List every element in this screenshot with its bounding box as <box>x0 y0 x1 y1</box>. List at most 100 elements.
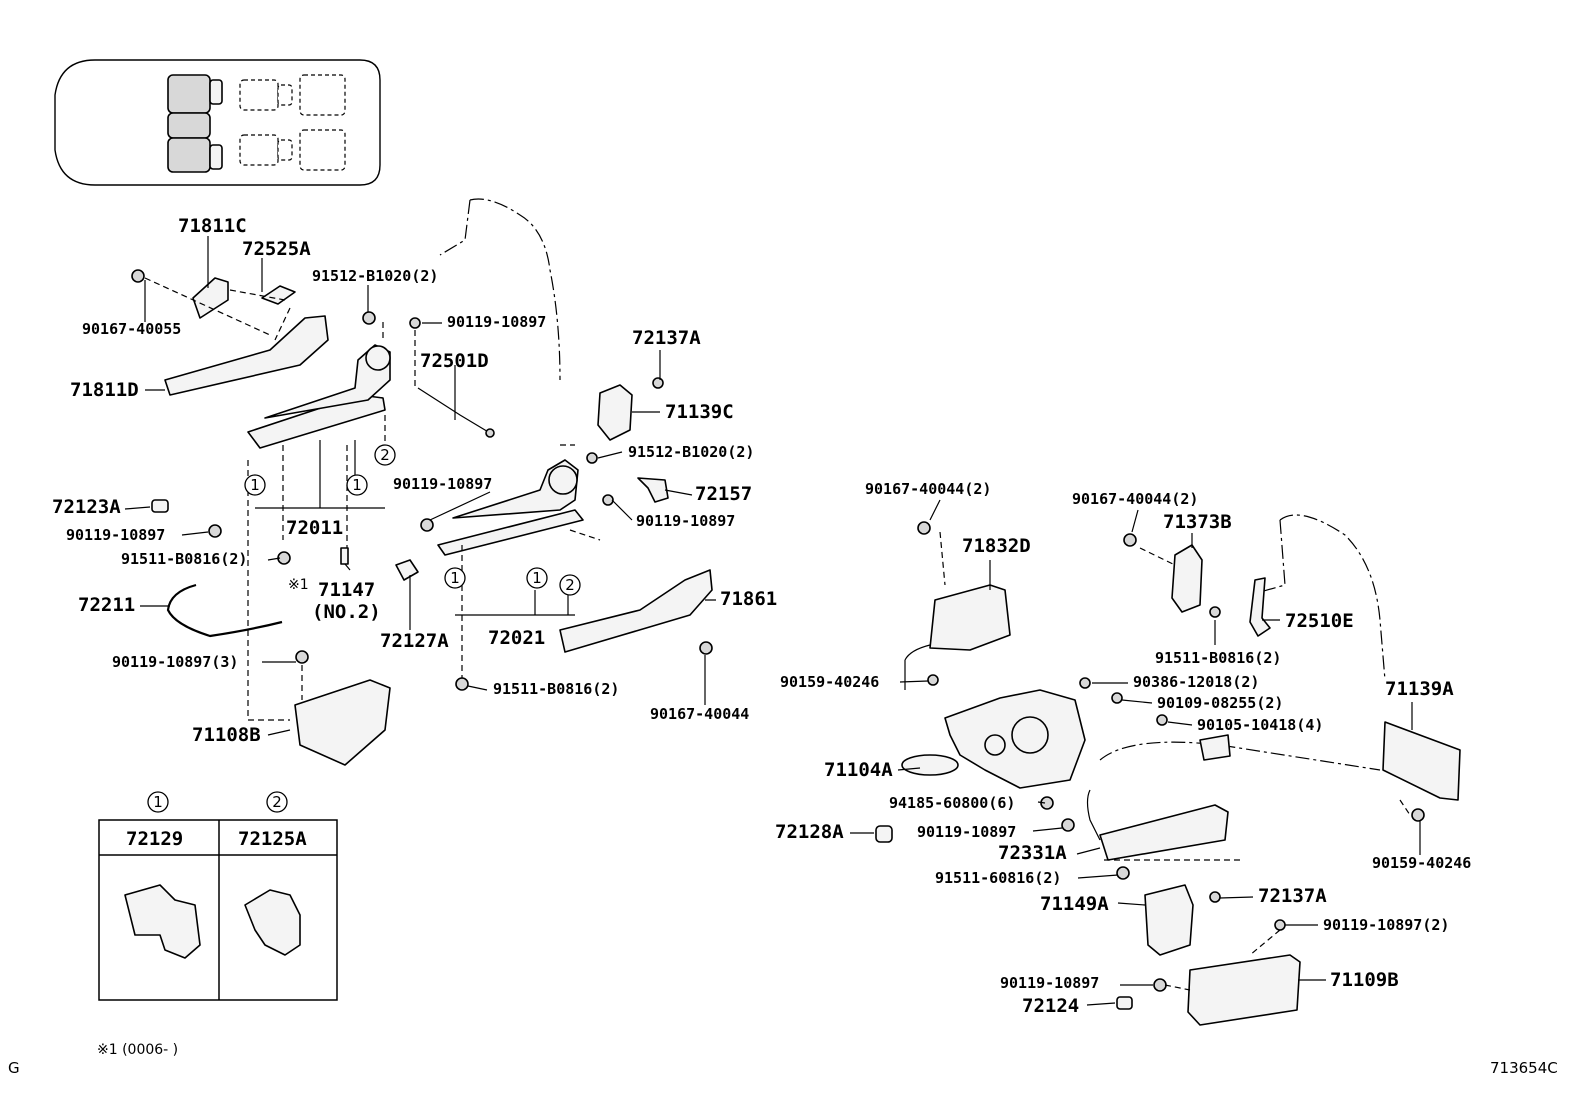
label-90119-10897-r5: 90119-10897 <box>1000 974 1099 992</box>
label-72525A: 72525A <box>242 238 311 260</box>
part-71811C <box>192 277 229 319</box>
label-90119-10897-left: 90119-10897 <box>66 526 165 544</box>
bolt-90119-10897-left <box>208 524 222 538</box>
label-90386-12018: 90386-12018(2) <box>1133 673 1259 691</box>
label-90119-10897-right: 90119-10897 <box>636 512 735 530</box>
legend-part-72129: 72129 <box>126 828 183 850</box>
part-71811D <box>164 315 329 396</box>
label-72128A: 72128A <box>775 821 844 843</box>
label-90119-10897-top: 90119-10897 <box>447 313 546 331</box>
label-91512-B1020-mid: 91512-B1020(2) <box>628 443 754 461</box>
legend-part-72125A: 72125A <box>238 828 307 850</box>
leader-lines <box>124 236 1421 1006</box>
legend-num-1: 1 <box>153 793 163 811</box>
bolt-90167-40055 <box>131 269 145 283</box>
diagram-code: 713654C <box>1490 1059 1558 1077</box>
label-90159-40246-a: 90159-40246 <box>780 673 879 691</box>
label-91511-B0816-right: 91511-B0816(2) <box>1155 649 1281 667</box>
clip-72125A-drawing <box>244 889 301 956</box>
label-90119-10897-r3: 90119-10897 <box>917 823 1016 841</box>
part-71861 <box>559 569 713 653</box>
label-91512-B1020-top: 91512-B1020(2) <box>312 267 438 285</box>
label-90105-10418: 90105-10418(4) <box>1197 716 1323 734</box>
label-72510E: 72510E <box>1285 610 1354 632</box>
part-72128A <box>875 825 893 843</box>
legend-num-2: 2 <box>272 793 282 811</box>
part-72123A <box>151 499 169 513</box>
part-72021-track <box>437 509 584 556</box>
label-91511-B0816-mid: 91511-B0816(2) <box>493 680 619 698</box>
part-72331A <box>1099 804 1229 861</box>
label-71139A: 71139A <box>1385 678 1454 700</box>
bolt-90119-10897-top <box>409 317 421 329</box>
part-72525A <box>261 285 296 305</box>
legend-table: 1 2 72129 72125A <box>98 791 338 1001</box>
label-91511-B0816-left: 91511-B0816(2) <box>121 550 247 568</box>
vehicle-locator <box>54 59 381 186</box>
part-72501D <box>417 387 491 434</box>
label-90119-10897-mid: 90119-10897 <box>393 475 492 493</box>
part-72157 <box>637 477 669 503</box>
label-72137A-bot: 72137A <box>1258 885 1327 907</box>
bolt-91512-B1020 <box>362 311 376 325</box>
label-72137A-top: 72137A <box>632 327 701 349</box>
label-90109-08255: 90109-08255(2) <box>1157 694 1283 712</box>
label-72124: 72124 <box>1022 995 1079 1017</box>
label-90119-10897-r4: 90119-10897(2) <box>1323 916 1449 934</box>
right-seat-assembly <box>875 514 1461 1026</box>
label-72011: 72011 <box>286 517 343 539</box>
callout-1-d: 1 <box>532 569 542 587</box>
callout-circles: 2 1 1 1 1 2 <box>244 444 581 596</box>
label-72123A: 72123A <box>52 496 121 518</box>
part-71147 <box>340 547 349 565</box>
corner-code-left: G <box>8 1059 20 1077</box>
part-71108B <box>294 679 391 766</box>
callout-1-c: 1 <box>450 569 460 587</box>
label-71149A: 71149A <box>1040 893 1109 915</box>
label-71109B: 71109B <box>1330 969 1399 991</box>
part-72127A <box>395 559 419 581</box>
label-72211: 72211 <box>78 594 135 616</box>
part-72510E <box>1249 577 1271 637</box>
part-71832D <box>929 584 1011 651</box>
callout-2-a: 2 <box>380 446 390 464</box>
callout-1-b: 1 <box>352 476 362 494</box>
clip-72129-drawing <box>124 884 201 959</box>
part-71109B <box>1187 954 1301 1026</box>
label-71104A: 71104A <box>824 759 893 781</box>
label-72157: 72157 <box>695 483 752 505</box>
label-71139C: 71139C <box>665 401 734 423</box>
label-72127A: 72127A <box>380 630 449 652</box>
note-mark: ※1 <box>288 577 309 593</box>
label-90119-10897-3: 90119-10897(3) <box>112 653 238 671</box>
label-71811C: 71811C <box>178 215 247 237</box>
part-72124 <box>1116 996 1133 1010</box>
label-90167-40044-r1: 90167-40044(2) <box>865 480 991 498</box>
part-72211 <box>166 583 283 638</box>
label-94185-60800: 94185-60800(6) <box>889 794 1015 812</box>
part-71373B <box>1171 544 1203 613</box>
highlighted-seats <box>167 74 223 173</box>
footnote: ※1 (0006- ) <box>97 1042 178 1058</box>
label-90159-40246-b: 90159-40246 <box>1372 854 1471 872</box>
label-90167-40055: 90167-40055 <box>82 320 181 338</box>
part-71139C <box>597 384 633 441</box>
label-71861: 71861 <box>720 588 777 610</box>
label-71147-no2: (NO.2) <box>312 601 381 623</box>
other-seats <box>239 74 346 171</box>
label-90167-40044-r2: 90167-40044(2) <box>1072 490 1198 508</box>
label-91511-60816: 91511-60816(2) <box>935 869 1061 887</box>
part-71149A <box>1144 884 1194 956</box>
label-90167-40044-mid: 90167-40044 <box>650 705 749 723</box>
part-71139A <box>1382 721 1461 801</box>
label-72501D: 72501D <box>420 350 489 372</box>
label-71832D: 71832D <box>962 535 1031 557</box>
label-72331A: 72331A <box>998 842 1067 864</box>
label-71108B: 71108B <box>192 724 261 746</box>
part-labels: 71811C 72525A 91512-B1020(2) 90167-40055… <box>52 215 1471 1017</box>
label-71147: 71147 <box>318 579 375 601</box>
label-71373B: 71373B <box>1163 511 1232 533</box>
label-72021: 72021 <box>488 627 545 649</box>
callout-2-b: 2 <box>565 576 575 594</box>
callout-1-a: 1 <box>250 476 260 494</box>
